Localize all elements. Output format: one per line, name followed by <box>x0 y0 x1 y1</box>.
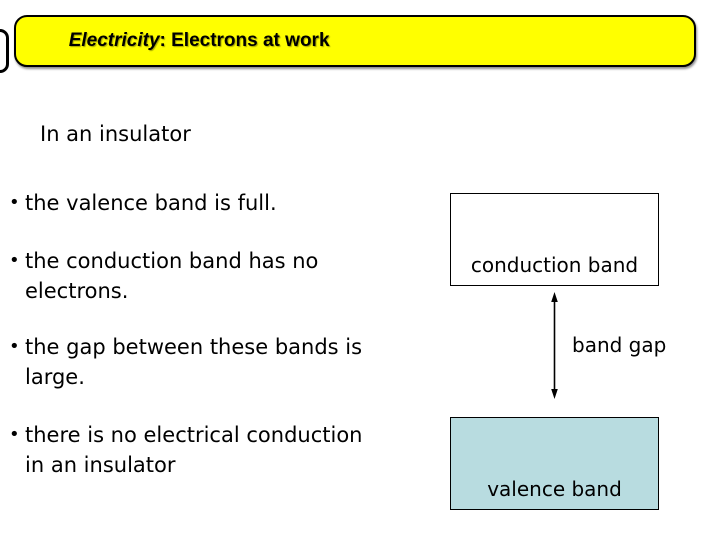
bullet-line: in an insulator <box>25 453 176 477</box>
bullet-line: the conduction band has no <box>25 249 319 273</box>
title-banner: Electricity: Electrons at work <box>14 15 696 67</box>
bullet-line: the gap between these bands is <box>25 335 363 359</box>
bullet-marker: • <box>9 192 20 213</box>
bullet-line: electrons. <box>25 279 129 303</box>
valence-band-box: valence band <box>450 417 659 510</box>
page-title: Electricity: Electrons at work <box>37 8 330 74</box>
title-rest: : Electrons at work <box>159 30 330 51</box>
subtitle: In an insulator <box>40 122 191 146</box>
band-gap-arrow-icon <box>551 292 558 399</box>
clipped-shape-left-edge <box>0 29 9 73</box>
bullet-marker: • <box>9 336 20 357</box>
band-gap-label: band gap <box>572 333 667 357</box>
bullet-line: large. <box>25 365 85 389</box>
bullet-gap-large: • the gap between these bands is large. <box>9 332 362 392</box>
bullet-line: there is no electrical conduction <box>25 423 363 447</box>
title-emphasis: Electricity <box>68 30 160 51</box>
conduction-band-box: conduction band <box>450 193 659 286</box>
bullet-no-conduction: • there is no electrical conduction in a… <box>9 420 362 480</box>
valence-band-label: valence band <box>487 477 622 501</box>
bullet-marker: • <box>9 424 20 445</box>
bullet-marker: • <box>9 250 20 271</box>
conduction-band-label: conduction band <box>470 253 639 277</box>
bullet-line: the valence band is full. <box>25 191 277 215</box>
bullet-valence-full: • the valence band is full. <box>9 188 277 218</box>
bullet-conduction-empty: • the conduction band has no electrons. <box>9 246 318 306</box>
